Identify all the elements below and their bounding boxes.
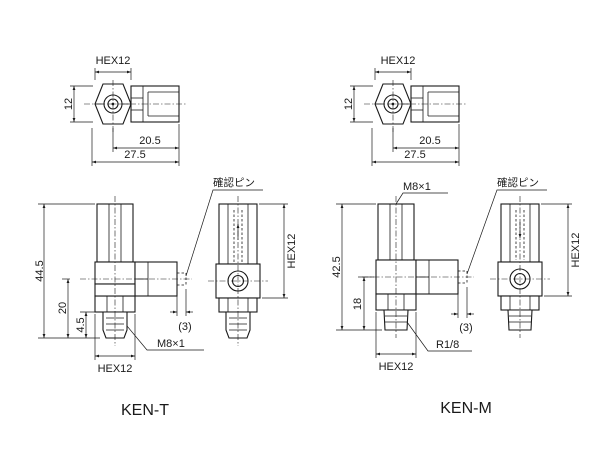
dim-thread-length-label: 4.5 [75, 317, 87, 332]
dim-side-hex-label: HEX12 [570, 233, 582, 268]
dim-center-height-label: 20 [57, 302, 69, 314]
confirm-pin-label: 確認ピン [213, 176, 255, 189]
dim-bottom-hex-label: HEX12 [379, 361, 414, 373]
top-thread-spec-label: M8×1 [403, 181, 431, 193]
dim-length-2-label: 27.5 [404, 149, 425, 161]
pin-protrusion-label: (3) [178, 321, 191, 333]
dim-side-hex-label: HEX12 [286, 234, 298, 269]
confirm-pin-leader [185, 189, 263, 277]
confirm-pin-leader [466, 189, 547, 275]
model-label-ken-t: KEN-T [121, 402, 169, 419]
thread-spec-label: R1/8 [436, 339, 459, 351]
confirm-pin-label: 確認ピン [497, 176, 539, 189]
dim-height-label: 12 [343, 98, 355, 110]
ken-t-top-view: HEX12 12 20.5 27.5 [63, 55, 186, 166]
dim-hex-label: HEX12 [96, 55, 131, 67]
dim-length-2-label: 27.5 [124, 149, 145, 161]
dim-center-height-label: 18 [352, 298, 364, 310]
top-thread-leader [395, 192, 448, 205]
model-label-ken-m: KEN-M [440, 400, 492, 417]
ken-t-front-view: 44.5 20 4.5 HEX12 M8×1 (3) [34, 196, 204, 375]
ken-m-front-view: 42.5 18 M8×1 HEX12 R1/8 (3) [331, 181, 474, 373]
dim-length-1-label: 20.5 [139, 135, 160, 147]
dim-hex-label: HEX12 [381, 55, 416, 67]
dim-total-height-label: 42.5 [331, 256, 343, 277]
dim-total-height-label: 44.5 [34, 260, 46, 281]
thread-spec-label: M8×1 [157, 338, 185, 350]
ken-m-side-view: HEX12 [490, 196, 582, 338]
pin-protrusion-label: (3) [459, 322, 472, 334]
ken-t-side-view: HEX12 [208, 196, 298, 346]
dim-length-1-label: 20.5 [419, 135, 440, 147]
dim-height-label: 12 [63, 98, 75, 110]
dim-bottom-hex-label: HEX12 [98, 363, 133, 375]
ken-m-top-view: HEX12 12 20.5 27.5 [343, 55, 466, 166]
